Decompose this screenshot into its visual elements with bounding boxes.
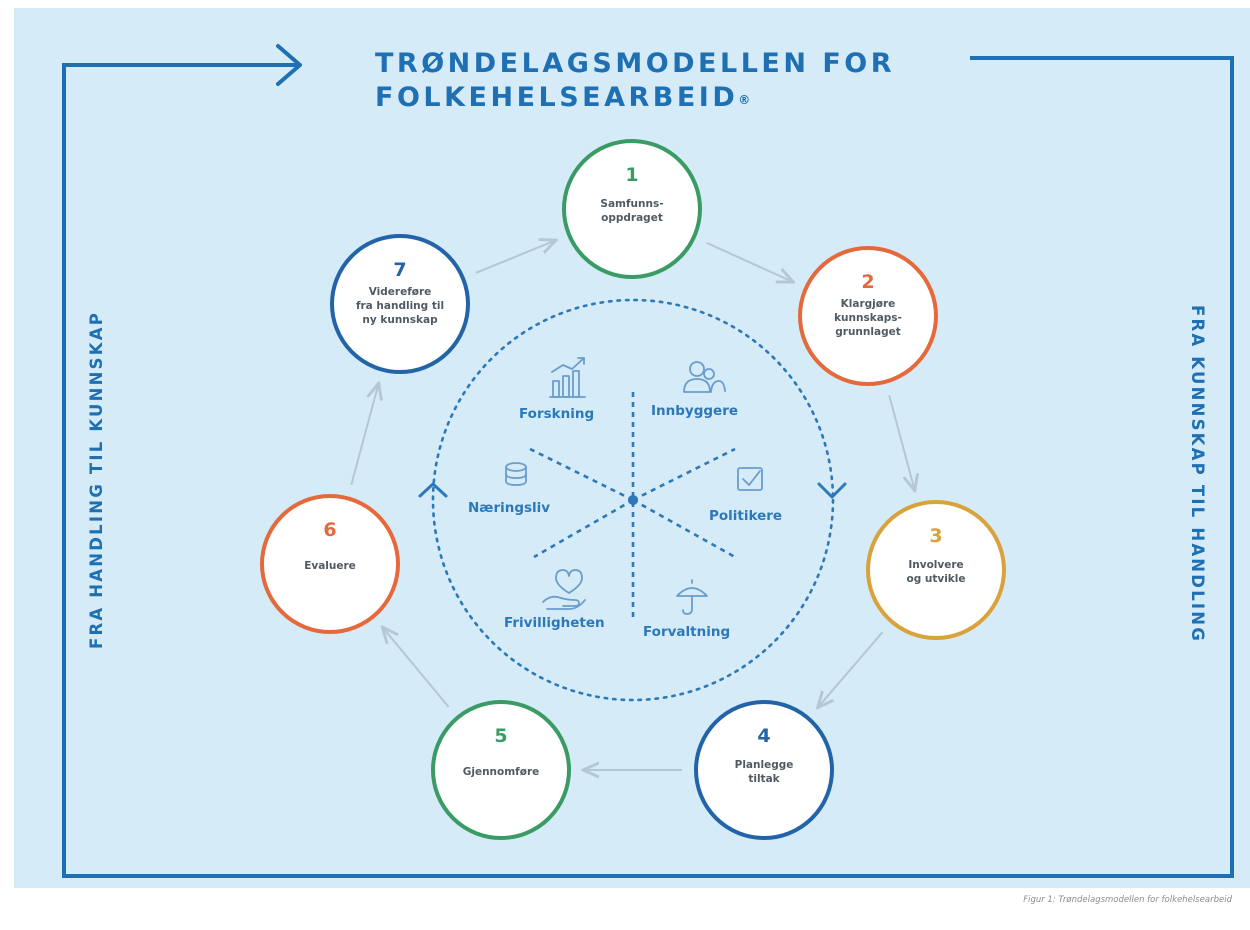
connector-arrow-1 [706,241,794,282]
connector-arrow-5 [382,627,450,708]
hub-center-dot [628,495,638,505]
frame-arrow-icon [276,44,302,86]
stakeholder-label-innbyggere: Innbyggere [651,403,738,419]
heart-hand-icon [542,569,586,610]
step-label-line: ny kunnskap [362,314,438,326]
step-label-line: Planlegge [735,759,794,771]
step-label-line: Involvere [908,559,963,571]
connector-arrow-7 [475,240,556,274]
step-label-line: kunnskaps- [834,312,902,324]
step-label-line: fra handling til [356,300,444,312]
step-label-line: og utvikle [906,573,965,585]
connector-arrow-2 [888,394,915,491]
step-circle [330,234,470,374]
step-number: 3 [929,525,942,547]
hub-spokes [529,392,736,618]
checkbox-icon [737,467,763,491]
umbrella-icon [676,579,708,615]
step-connectors [350,240,915,770]
step-label-line: Klargjøre [841,298,896,310]
figure-caption: Figur 1: Trøndelagsmodellen for folkehel… [1023,895,1232,905]
side-label-right: FRA KUNNSKAP TIL HANDLING [1188,305,1207,643]
chevron-down-icon [817,482,847,499]
stakeholder-label-forskning: Forskning [519,406,594,422]
title-line-1: TRØNDELAGSMODELLEN FOR [375,48,895,79]
stakeholder-label-frivilligheten: Frivilligheten [504,615,605,631]
people-icon [683,361,726,393]
step-circle [260,494,400,634]
stakeholder-label-politikere: Politikere [709,508,782,524]
step-number: 6 [323,519,336,541]
registered-mark: ® [738,93,750,107]
step-circle [866,500,1006,640]
coins-icon [505,462,527,486]
step-label-line: Gjennomføre [463,766,540,778]
step-circle [694,700,834,840]
step-number: 2 [861,271,874,293]
step-label-line: tiltak [748,773,780,785]
stakeholder-label-naeringsliv: Næringsliv [468,500,550,516]
diagram-panel: TRØNDELAGSMODELLEN FOR FOLKEHELSEARBEID®… [14,8,1250,888]
title-line-2: FOLKEHELSEARBEID® [375,82,750,113]
step-number: 5 [494,725,507,747]
step-circle [798,246,938,386]
stakeholder-label-forvaltning: Forvaltning [643,624,730,640]
step-label-line: grunnlaget [835,326,900,338]
bar-chart-icon [549,357,586,398]
step-label-line: Videreføre [369,286,432,298]
outer-frame [62,56,1234,878]
step-number: 7 [393,259,406,281]
step-circle [562,139,702,279]
chevron-up-icon [418,482,448,498]
step-label-line: Evaluere [304,560,356,572]
diagram-canvas: TRØNDELAGSMODELLEN FOR FOLKEHELSEARBEID®… [62,44,1234,878]
side-label-left: FRA HANDLING TIL KUNNSKAP [87,311,106,649]
step-circle [431,700,571,840]
stakeholder-hub: Forskning Innbyggere Politikere Forvaltn… [418,298,847,702]
step-number: 4 [757,725,770,747]
step-label-line: oppdraget [601,212,663,224]
connector-arrow-6 [350,383,378,486]
connector-arrow-3 [818,631,884,708]
step-number: 1 [625,164,638,186]
dotted-cycle-ring [431,298,835,702]
step-label-line: Samfunns- [600,198,663,210]
